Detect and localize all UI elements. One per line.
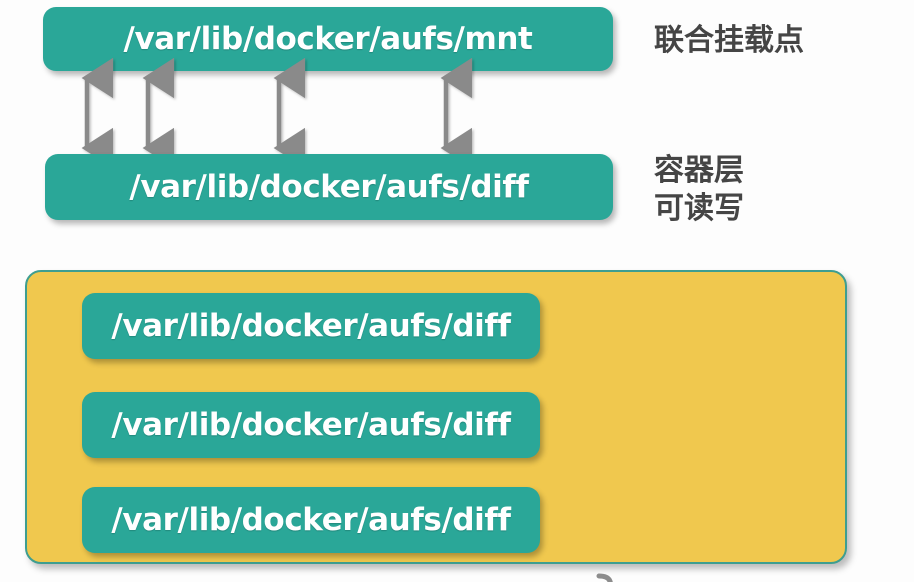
right-curly-brace-icon — [596, 573, 613, 582]
image-layer-box-2: /var/lib/docker/aufs/diff — [82, 392, 540, 458]
image-layer-box-3: /var/lib/docker/aufs/diff — [82, 487, 540, 553]
image-layers-group: /var/lib/docker/aufs/diff /var/lib/docke… — [25, 270, 847, 582]
image-layer-path-label-2: /var/lib/docker/aufs/diff — [111, 406, 511, 443]
container-layer-box: /var/lib/docker/aufs/diff — [45, 154, 613, 220]
container-layer-annotation: 容器层 可读写 — [654, 153, 744, 226]
mount-point-path-label: /var/lib/docker/aufs/mnt — [123, 20, 533, 57]
container-layer-path-label: /var/lib/docker/aufs/diff — [129, 168, 529, 205]
image-layer-path-label-3: /var/lib/docker/aufs/diff — [111, 501, 511, 538]
mount-point-box: /var/lib/docker/aufs/mnt — [43, 7, 613, 71]
union-mount-annotation: 联合挂载点 — [654, 23, 804, 58]
image-layer-path-label-1: /var/lib/docker/aufs/diff — [111, 307, 511, 344]
image-layer-box-1: /var/lib/docker/aufs/diff — [82, 293, 540, 359]
